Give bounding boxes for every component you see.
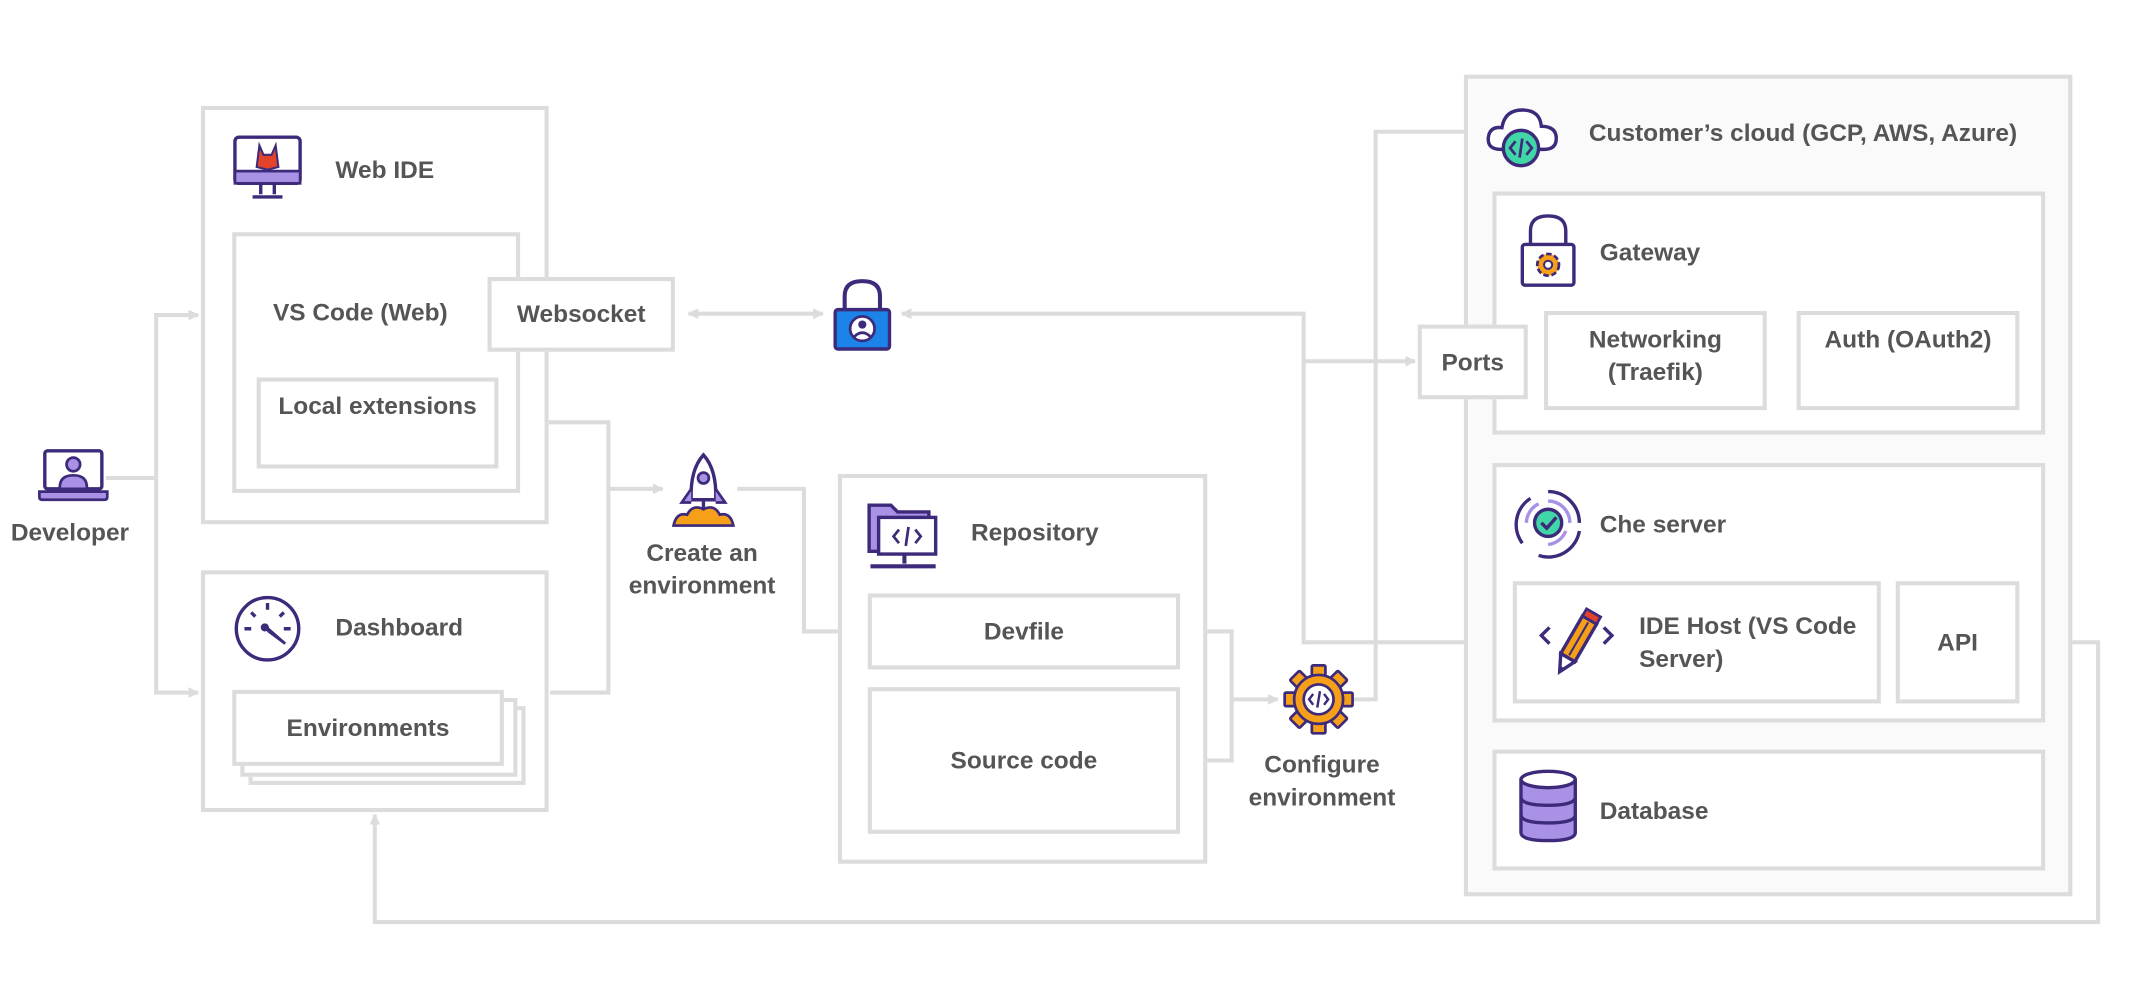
ports-label: Ports [1441,349,1504,377]
customer-cloud-title: Customer’s cloud (GCP, AWS, Azure) [1588,119,2018,147]
create-environment-label: Create an environment [628,539,776,599]
environments-box [232,689,504,766]
source-code-box [867,687,1181,834]
environments-label: Environments [286,714,450,742]
developer-to-dashboard-arrow [154,478,200,699]
configure-to-cloud-arrow [1352,126,1485,702]
configure-environment-label: Configure environment [1248,750,1396,811]
dashboard-to-create-line [549,488,611,695]
ports-box [1417,324,1528,400]
local-extensions-box [256,377,499,469]
auth-label: Auth (OAuth2) [1824,325,1992,354]
extensions-to-create-arrow [499,420,664,495]
developer-to-webide-arrow [105,309,200,481]
gateway-title: Gateway [1599,239,1701,267]
idehost-to-lock-arrow [900,308,1513,645]
networking-box [1544,310,1767,411]
devfile-box [867,593,1181,670]
vscode-web-label: VS Code (Web) [272,298,448,326]
websocket-box [487,277,675,352]
websocket-label: Websocket [516,300,646,328]
auth-box [1796,310,2020,411]
dashboard-title: Dashboard [335,613,464,641]
database-box [1492,749,2046,871]
api-label: API [1937,628,1978,656]
create-to-devfile-line [737,486,870,634]
database-title: Database [1599,797,1709,825]
developer-label: Developer [10,518,130,546]
networking-label: Networking (Traefik) [1588,325,1722,386]
ide-host-label: IDE Host (VS Code Server) [1639,612,1857,673]
local-extensions-label: Local extensions [278,392,477,420]
api-box [1895,581,2020,704]
web-ide-title: Web IDE [335,156,435,184]
che-server-title: Che server [1599,510,1727,538]
devfile-label: Devfile [983,617,1065,646]
repository-title: Repository [970,518,1099,546]
source-code-label: Source code [950,746,1098,775]
